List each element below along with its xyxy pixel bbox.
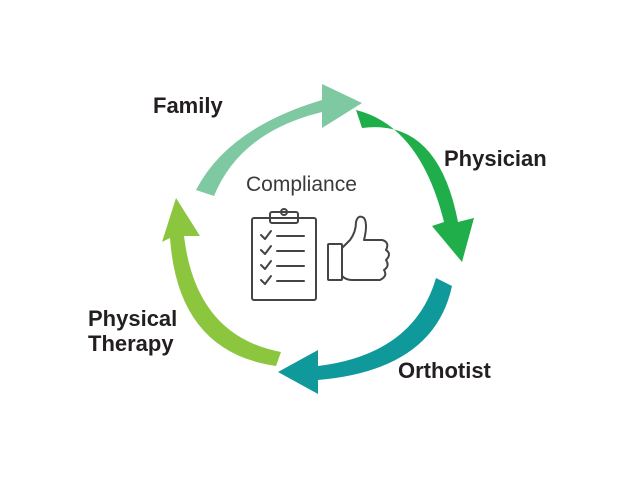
label-physical-therapy: Physical Therapy	[88, 306, 178, 356]
orthotist-arrow	[278, 278, 452, 394]
label-physician: Physician	[444, 146, 547, 171]
compliance-title: Compliance	[246, 173, 357, 196]
physical-therapy-arrow	[162, 198, 281, 366]
thumbs-up-icon	[327, 215, 390, 281]
label-orthotist: Orthotist	[398, 358, 491, 383]
family-arrow	[196, 84, 362, 196]
label-family: Family	[153, 93, 223, 118]
physician-arrow	[356, 110, 474, 262]
clipboard-checklist-icon	[251, 208, 317, 301]
